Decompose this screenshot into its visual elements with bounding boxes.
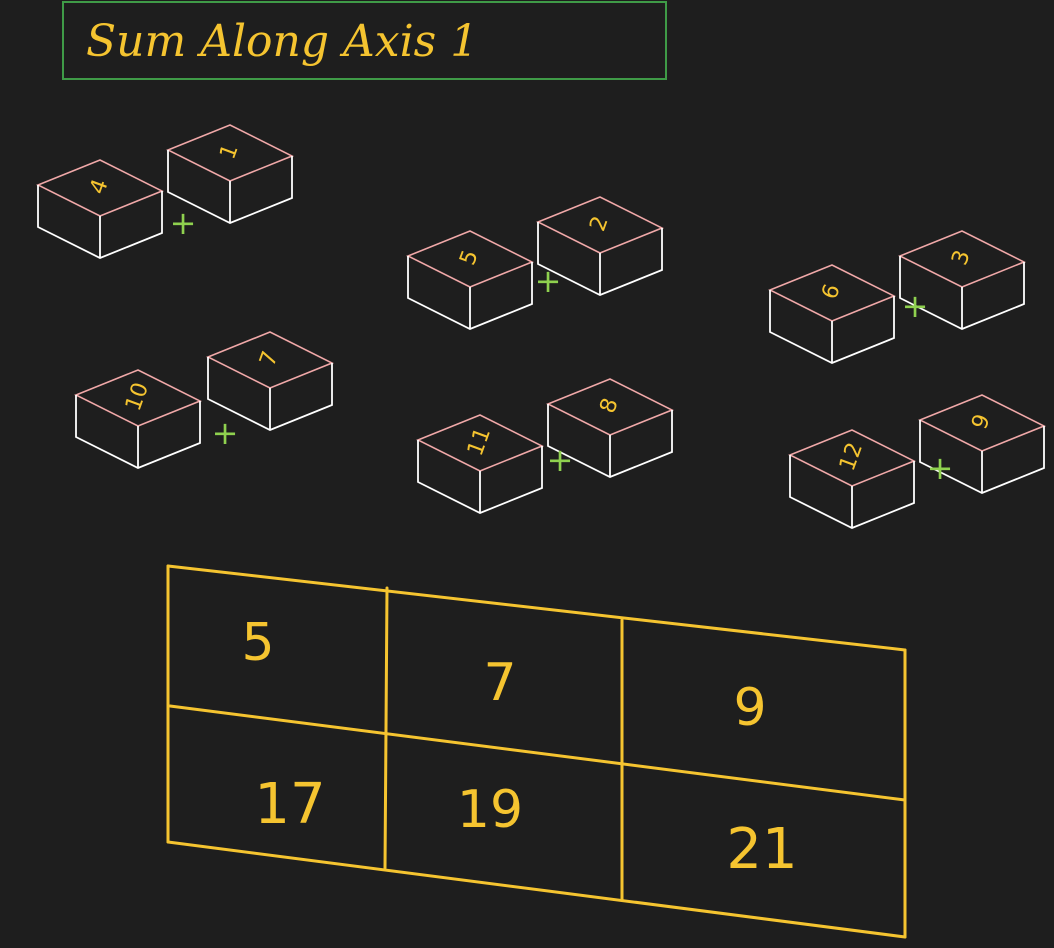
cube-pairs: 4 1 +5 2 +6 3 +10 7 +11 8 +12 9 + xyxy=(36,124,1046,529)
result-grid-lines xyxy=(166,564,907,939)
cube-0-b-label: 1 xyxy=(215,141,243,163)
plus-sign-0: + xyxy=(170,204,197,242)
cube-1-b: 2 xyxy=(536,196,664,296)
result-cell-r0-c1: 7 xyxy=(483,653,516,713)
cube-2-a: 6 xyxy=(768,264,896,364)
cube-3-b-label: 7 xyxy=(255,348,283,370)
cube-0-a-label: 4 xyxy=(85,176,113,198)
cube-4-b-label: 8 xyxy=(595,395,623,417)
result-table: 5 7 9 17 19 21 xyxy=(166,564,907,939)
cube-3-a-label: 10 xyxy=(121,379,154,414)
cube-1-b-label: 2 xyxy=(585,213,613,235)
grid-line-5 xyxy=(383,586,389,870)
cube-2-a-label: 6 xyxy=(817,281,845,303)
grid-line-2 xyxy=(166,840,907,939)
cube-0-a: 4 xyxy=(36,159,164,259)
grid-line-0 xyxy=(166,564,907,652)
result-cell-r1-c0: 17 xyxy=(254,772,325,837)
cube-1-a-label: 5 xyxy=(455,247,483,269)
cube-1-a: 5 xyxy=(406,230,534,330)
plus-sign-1: + xyxy=(535,262,562,300)
cube-2-b-label: 3 xyxy=(947,247,975,269)
cube-pair-0: 4 1 + xyxy=(36,124,294,259)
plus-sign-4: + xyxy=(547,441,574,479)
result-cell-r0-c0: 5 xyxy=(241,613,274,673)
result-cell-r1-c2: 21 xyxy=(726,817,797,882)
cube-pair-1: 5 2 + xyxy=(406,196,664,330)
cube-4-a-label: 11 xyxy=(463,424,496,459)
cube-5-b-label: 9 xyxy=(967,411,995,433)
plus-sign-2: + xyxy=(902,287,929,325)
cube-pair-4: 11 8 + xyxy=(416,378,674,514)
result-cell-r0-c2: 9 xyxy=(733,678,766,738)
title-text: Sum Along Axis 1 xyxy=(86,16,478,67)
cube-4-a: 11 xyxy=(416,414,544,514)
cube-pair-5: 12 9 + xyxy=(788,394,1046,529)
cube-5-a-label: 12 xyxy=(835,439,868,474)
title-box xyxy=(62,1,667,80)
title-group: Sum Along Axis 1 xyxy=(62,1,667,80)
cube-pair-2: 6 3 + xyxy=(768,230,1026,364)
plus-sign-5: + xyxy=(927,449,954,487)
plus-sign-3: + xyxy=(212,414,239,452)
cube-5-a: 12 xyxy=(788,429,916,529)
cube-0-b: 1 xyxy=(166,124,294,224)
result-cell-r1-c1: 19 xyxy=(457,780,523,840)
cube-3-a: 10 xyxy=(74,369,202,469)
grid-line-4 xyxy=(168,704,907,802)
cube-pair-3: 10 7 + xyxy=(74,331,334,469)
